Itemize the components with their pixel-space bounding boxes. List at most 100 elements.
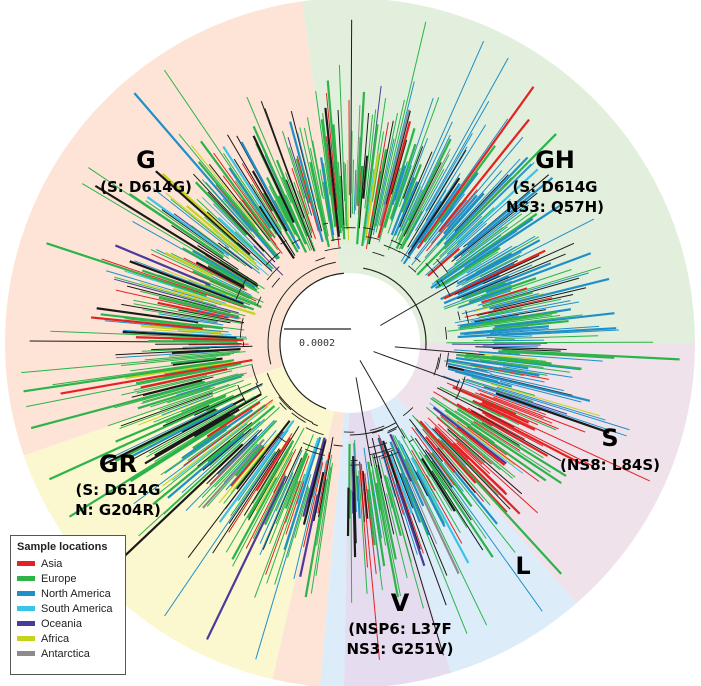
- tree-branch: [443, 274, 510, 305]
- clade-name-l: L: [515, 552, 530, 580]
- tree-node-arc: [256, 296, 262, 306]
- tree-branch: [133, 404, 267, 505]
- tree-branch: [285, 194, 311, 251]
- tree-branch: [395, 138, 452, 250]
- tree-branch: [443, 194, 478, 235]
- tree-branch: [207, 266, 245, 287]
- tree-branch: [456, 420, 540, 482]
- tree-branch: [320, 157, 335, 236]
- tree-branch: [375, 482, 399, 598]
- tree-branch: [400, 164, 422, 213]
- tree-branch: [391, 440, 438, 545]
- tree-branch: [411, 426, 455, 486]
- tree-branch: [213, 152, 276, 239]
- clade-name-gh: GH: [535, 146, 575, 174]
- tree-branch: [391, 165, 406, 205]
- tree-node-arc: [291, 239, 300, 245]
- tree-branch: [473, 421, 521, 452]
- tree-branch: [446, 362, 488, 372]
- tree-branch: [139, 282, 204, 302]
- tree-branch: [473, 293, 544, 312]
- tree-branch: [251, 170, 288, 232]
- tree-node-arc: [365, 236, 380, 240]
- tree-branch: [245, 458, 292, 549]
- tree-branch: [134, 260, 251, 306]
- tree-branch: [207, 191, 265, 252]
- tree-branch: [227, 134, 273, 212]
- tree-branch: [425, 406, 501, 471]
- tree-branch: [367, 481, 383, 591]
- tree-node-arc: [311, 422, 318, 427]
- tree-branch: [217, 217, 273, 270]
- legend-item-north-america: North America: [17, 586, 119, 601]
- tree-branch: [443, 280, 512, 308]
- tree-branch: [431, 470, 484, 551]
- legend-title: Sample locations: [17, 541, 108, 553]
- tree-branch: [170, 198, 260, 271]
- legend-label: Europe: [41, 572, 77, 585]
- tree-branch: [152, 439, 232, 506]
- tree-branch: [395, 483, 426, 567]
- tree-branch: [253, 245, 284, 276]
- tree-node-arc: [444, 326, 448, 340]
- clade-name-gr: GR: [99, 450, 137, 478]
- tree-branch: [486, 335, 533, 339]
- tree-node-arc: [387, 428, 397, 434]
- tree-node-arc: [390, 239, 403, 246]
- tree-branch: [446, 220, 484, 255]
- tree-branch: [471, 377, 536, 396]
- clade-mutation-gh-1: (S: D614G: [513, 178, 598, 196]
- tree-branch: [230, 451, 276, 517]
- tree-branch: [208, 163, 270, 242]
- tree-branch: [378, 167, 401, 243]
- tree-branch: [446, 382, 559, 430]
- tree-branch: [375, 21, 427, 233]
- tree-branch: [492, 348, 561, 352]
- tree-branch: [114, 276, 217, 307]
- tree-branch: [243, 425, 300, 516]
- tree-branch: [462, 380, 627, 437]
- tree-connector: [359, 360, 406, 439]
- tree-branch: [23, 359, 235, 393]
- clade-band-g: [332, 413, 343, 429]
- tree-branch: [161, 173, 239, 243]
- tree-branch: [372, 138, 395, 236]
- tree-branch: [113, 278, 239, 314]
- tree-node-arc: [363, 267, 427, 350]
- tree-branch: [410, 435, 447, 490]
- tree-branch: [415, 224, 458, 271]
- tree-node-arc: [372, 251, 385, 257]
- tree-branch: [337, 110, 345, 226]
- tree-branch: [100, 313, 224, 330]
- tree-branch: [225, 448, 288, 553]
- clade-name-g: G: [136, 146, 156, 174]
- tree-branch: [206, 401, 261, 438]
- tree-branch: [444, 360, 524, 377]
- tree-node-arc: [277, 436, 287, 443]
- tree-branch: [162, 401, 273, 487]
- tree-branch: [207, 405, 276, 463]
- legend-swatch: [17, 621, 35, 626]
- tree-branch: [197, 309, 239, 320]
- tree-branch: [114, 408, 219, 463]
- tree-branch: [472, 399, 536, 431]
- legend-label: Asia: [41, 557, 63, 570]
- tree-branch: [444, 284, 512, 310]
- tree-branch: [223, 449, 267, 504]
- tree-branch: [446, 341, 654, 344]
- tree-branch: [157, 274, 251, 309]
- tree-branch: [439, 172, 479, 223]
- tree-branch: [493, 396, 586, 433]
- tree-branch: [141, 372, 247, 404]
- tree-branch: [275, 472, 294, 512]
- clade-band-gh: [339, 257, 349, 272]
- tree-branch: [394, 435, 488, 626]
- tree-branch: [233, 158, 296, 256]
- tree-branch: [183, 299, 246, 317]
- tree-branch: [234, 444, 263, 477]
- tree-branch: [350, 489, 353, 603]
- tree-branch: [230, 432, 279, 494]
- tree-branch: [466, 426, 507, 456]
- tree-branch: [171, 347, 241, 354]
- tree-branch: [159, 379, 244, 411]
